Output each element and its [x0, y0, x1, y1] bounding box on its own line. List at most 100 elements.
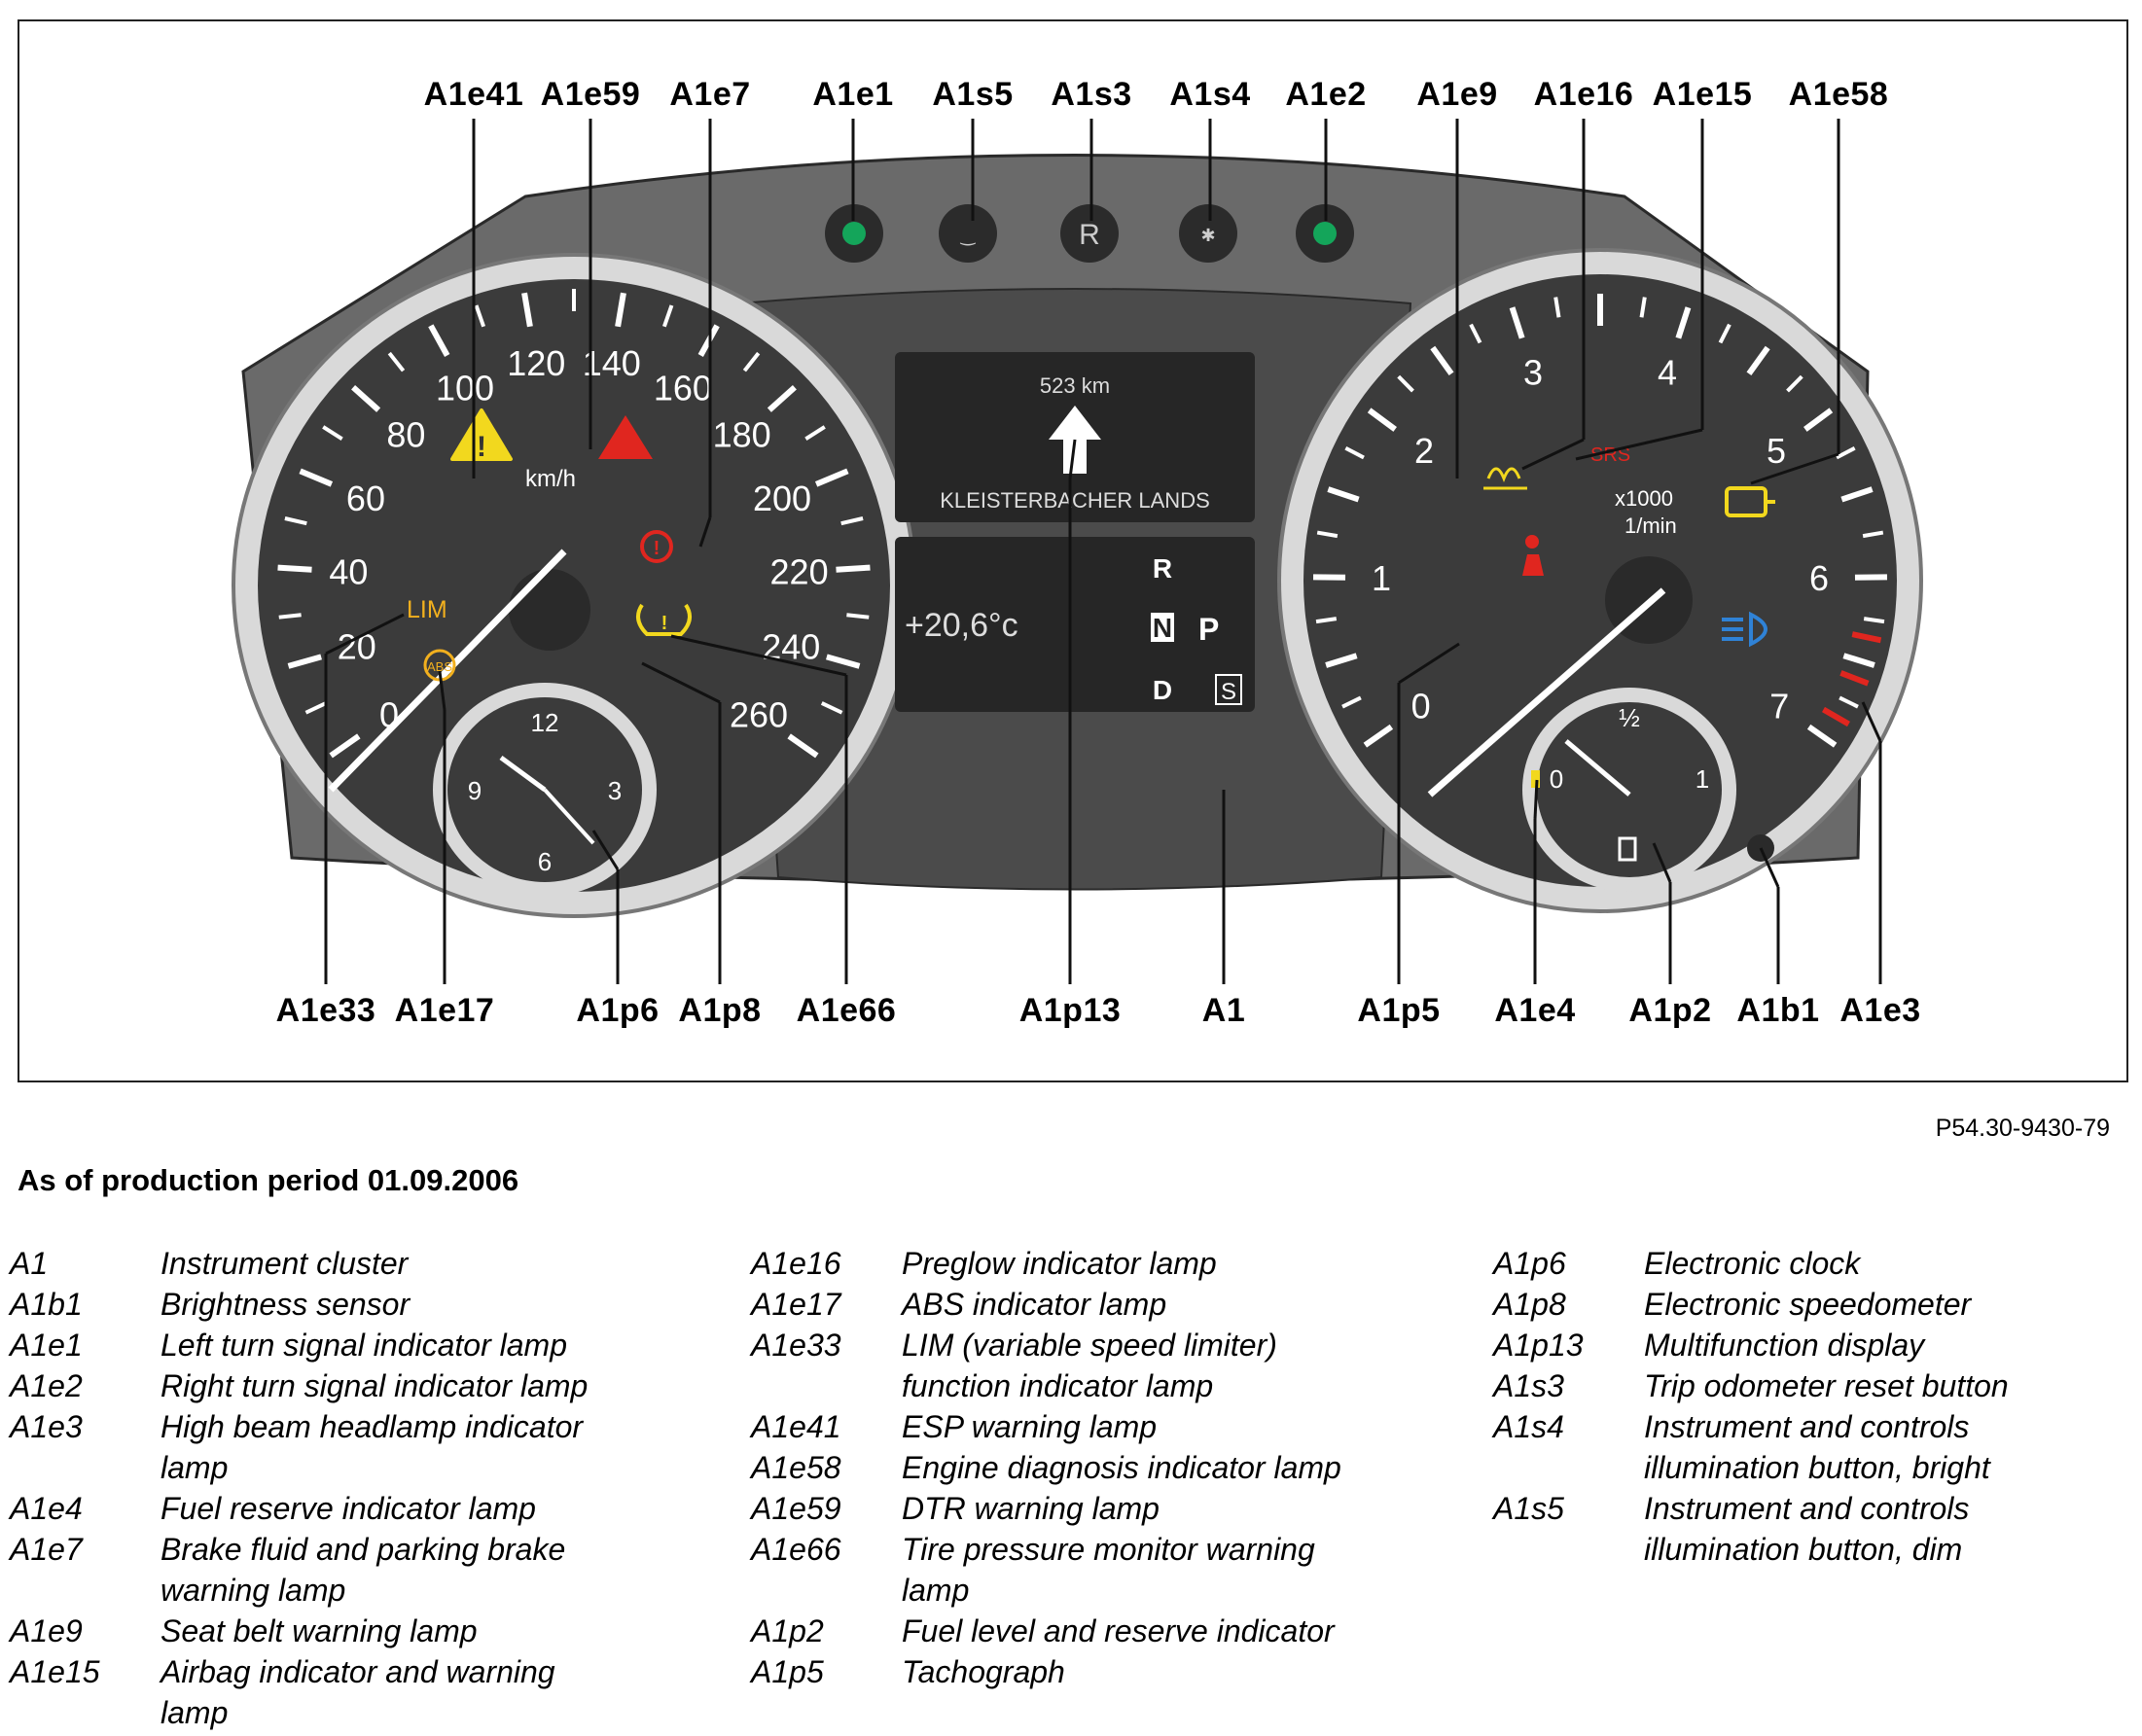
figure-code: P54.30-9430-79	[1935, 1115, 2110, 1142]
legend-description: Right turn signal indicator lamp	[161, 1368, 589, 1403]
legend-entry: A1e2 Right turn signal indicator lamp	[10, 1365, 652, 1406]
gauge-tick	[1315, 617, 1338, 624]
legend-description: Left turn signal indicator lamp	[161, 1328, 567, 1363]
legend-code: A1p8	[1493, 1287, 1566, 1322]
tachometer-face	[1303, 274, 1897, 887]
svg-text:‿: ‿	[960, 226, 977, 245]
gauge-scale-number: 6	[1809, 558, 1829, 598]
legend-code: A1s5	[1493, 1491, 1564, 1526]
leader-line	[1750, 452, 1839, 485]
legend-code: A1e2	[10, 1368, 83, 1403]
callout-label: A1p5	[1357, 992, 1441, 1029]
gauge-tick	[742, 351, 761, 372]
gauge-tick	[1341, 695, 1362, 709]
leader-line	[325, 613, 405, 655]
legend-code: A1e4	[10, 1491, 83, 1526]
legend-code: A1e59	[751, 1491, 841, 1526]
gauge-tick	[804, 425, 826, 441]
legend-code: A1p5	[751, 1654, 824, 1689]
gauge-scale-number: 20	[338, 627, 376, 667]
gear-n: N	[1153, 613, 1172, 643]
redline-tick	[1821, 706, 1850, 727]
callout-label: A1b1	[1736, 992, 1820, 1029]
tachometer-unit: 1/min	[1624, 514, 1677, 538]
leader-line	[1521, 438, 1585, 471]
gauge-tick	[1862, 530, 1884, 539]
callout-label: A1e9	[1416, 76, 1498, 113]
callout-label: A1e59	[540, 76, 641, 113]
callout-label: A1e17	[394, 992, 495, 1029]
callout-label: A1s5	[932, 76, 1014, 113]
legend-description: Tachograph	[902, 1654, 1065, 1689]
gauge-tick	[767, 384, 797, 412]
legend-code: A1e7	[10, 1532, 83, 1567]
callout-label: A1s3	[1051, 76, 1132, 113]
legend-code: A1p2	[751, 1613, 824, 1648]
gauge-tick	[1803, 407, 1834, 432]
fuel-reserve-indicator-icon	[1531, 770, 1540, 788]
svg-text:ABS: ABS	[427, 659, 452, 674]
gauge-tick	[1806, 724, 1838, 748]
tire-pressure-warning-icon: !	[636, 603, 692, 636]
legend-entry: A1e7 Brake fluid and parking brake warnin…	[10, 1529, 652, 1611]
legend-code: A1s4	[1493, 1409, 1564, 1444]
outside-temperature: +20,6°c	[905, 607, 1018, 644]
clock-number: 6	[538, 847, 552, 876]
drive-program: S	[1221, 679, 1236, 705]
gauge-tick	[1327, 486, 1360, 503]
legend-code: A1e9	[10, 1613, 83, 1648]
gauge-tick	[840, 516, 864, 526]
gauge-scale-number: 160	[654, 368, 712, 407]
gauge-scale-number: 140	[583, 343, 641, 383]
leader-line	[641, 661, 721, 704]
gauge-tick	[1367, 407, 1397, 432]
tachometer-needle	[1427, 587, 1666, 797]
legend-description: Brake fluid and parking brake warning la…	[161, 1532, 566, 1608]
legend-entry: A1p5 Tachograph	[751, 1651, 1393, 1692]
leader-line	[1575, 428, 1703, 461]
gauge-tick	[387, 351, 406, 372]
gauge-scale-number: 260	[730, 695, 788, 735]
legend-description: Instrument and controls illumination but…	[1644, 1491, 1970, 1567]
gauge-tick	[322, 425, 343, 441]
gauge-tick	[615, 292, 626, 328]
legend-code: A1e3	[10, 1409, 83, 1444]
legend-entry: A1s5 Instrument and controls illumination…	[1493, 1488, 2135, 1570]
callout-label: A1e4	[1494, 992, 1576, 1029]
dtr-warning-icon	[598, 415, 653, 459]
leader-line	[438, 670, 446, 711]
gauge-tick	[1675, 306, 1692, 339]
gauge-tick	[284, 516, 307, 526]
svg-text:✱: ✱	[1200, 226, 1215, 245]
high-beam-indicator-icon	[1722, 611, 1767, 648]
legend-description: Instrument cluster	[161, 1246, 409, 1281]
callout-label: A1e2	[1285, 76, 1367, 113]
callout-label: A1e16	[1533, 76, 1634, 113]
gauge-tick	[1553, 297, 1561, 318]
dim-illumination-button	[939, 204, 997, 263]
clock-number: 9	[468, 776, 482, 805]
esp-warning-icon	[450, 408, 513, 461]
gauge-tick	[299, 468, 334, 487]
legend-code: A1p13	[1493, 1328, 1584, 1363]
legend-code: A1e41	[751, 1409, 841, 1444]
gauge-tick	[820, 701, 843, 715]
callout-label: A1e41	[423, 76, 524, 113]
lim-indicator-icon: LIM	[407, 596, 447, 623]
seat-belt-warning-icon	[1522, 535, 1544, 576]
gauge-tick	[787, 733, 819, 759]
callout-label: A1e66	[796, 992, 897, 1029]
gauge-scale-number: 5	[1767, 431, 1786, 471]
leader-line	[698, 516, 712, 548]
